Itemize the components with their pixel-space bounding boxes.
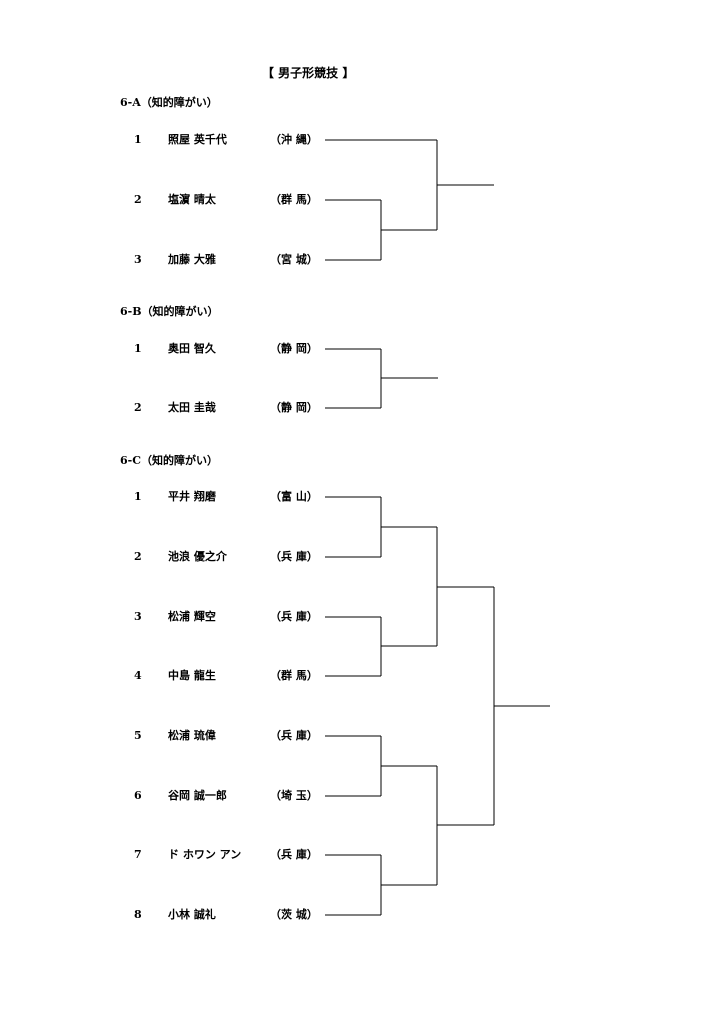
page-title: 【 男子形競技 】: [262, 66, 355, 80]
section-label-6c: 6-C（知的障がい）: [120, 454, 218, 467]
seed-number: 1: [134, 490, 142, 503]
prefecture: （静 岡）: [270, 401, 318, 414]
prefecture: （埼 玉）: [270, 789, 318, 802]
athlete-name: 奥田 智久: [168, 342, 216, 355]
seed-number: 5: [134, 729, 142, 742]
prefecture: （群 馬）: [270, 669, 318, 682]
seed-number: 8: [134, 908, 142, 921]
prefecture: （群 馬）: [270, 193, 318, 206]
prefecture: （茨 城）: [270, 908, 318, 921]
prefecture: （兵 庫）: [270, 729, 318, 742]
athlete-name: 中島 龍生: [168, 669, 216, 682]
seed-number: 1: [134, 342, 142, 355]
athlete-name: 平井 翔磨: [168, 490, 216, 503]
seed-number: 3: [134, 253, 142, 266]
seed-number: 2: [134, 193, 142, 206]
prefecture: （富 山）: [270, 490, 318, 503]
athlete-name: 松浦 輝空: [168, 610, 216, 623]
athlete-name: 照屋 英千代: [168, 133, 227, 146]
athlete-name: 小林 誠礼: [168, 908, 216, 921]
prefecture: （宮 城）: [270, 253, 318, 266]
seed-number: 1: [134, 133, 142, 146]
athlete-name: 池浪 優之介: [168, 550, 227, 563]
athlete-name: ド ホワン アン: [168, 848, 242, 861]
seed-number: 4: [134, 669, 142, 682]
athlete-name: 加藤 大雅: [168, 253, 216, 266]
seed-number: 2: [134, 401, 142, 414]
seed-number: 2: [134, 550, 142, 563]
prefecture: （兵 庫）: [270, 550, 318, 563]
athlete-name: 谷岡 誠一郎: [168, 789, 227, 802]
section-label-6b: 6-B（知的障がい）: [120, 305, 219, 318]
section-label-6a: 6-A（知的障がい）: [120, 96, 218, 109]
prefecture: （沖 縄）: [270, 133, 318, 146]
prefecture: （兵 庫）: [270, 610, 318, 623]
seed-number: 6: [134, 789, 142, 802]
seed-number: 7: [134, 848, 142, 861]
athlete-name: 塩濵 晴太: [168, 193, 216, 206]
athlete-name: 松浦 琉偉: [168, 729, 216, 742]
athlete-name: 太田 圭哉: [168, 401, 216, 414]
seed-number: 3: [134, 610, 142, 623]
prefecture: （静 岡）: [270, 342, 318, 355]
prefecture: （兵 庫）: [270, 848, 318, 861]
